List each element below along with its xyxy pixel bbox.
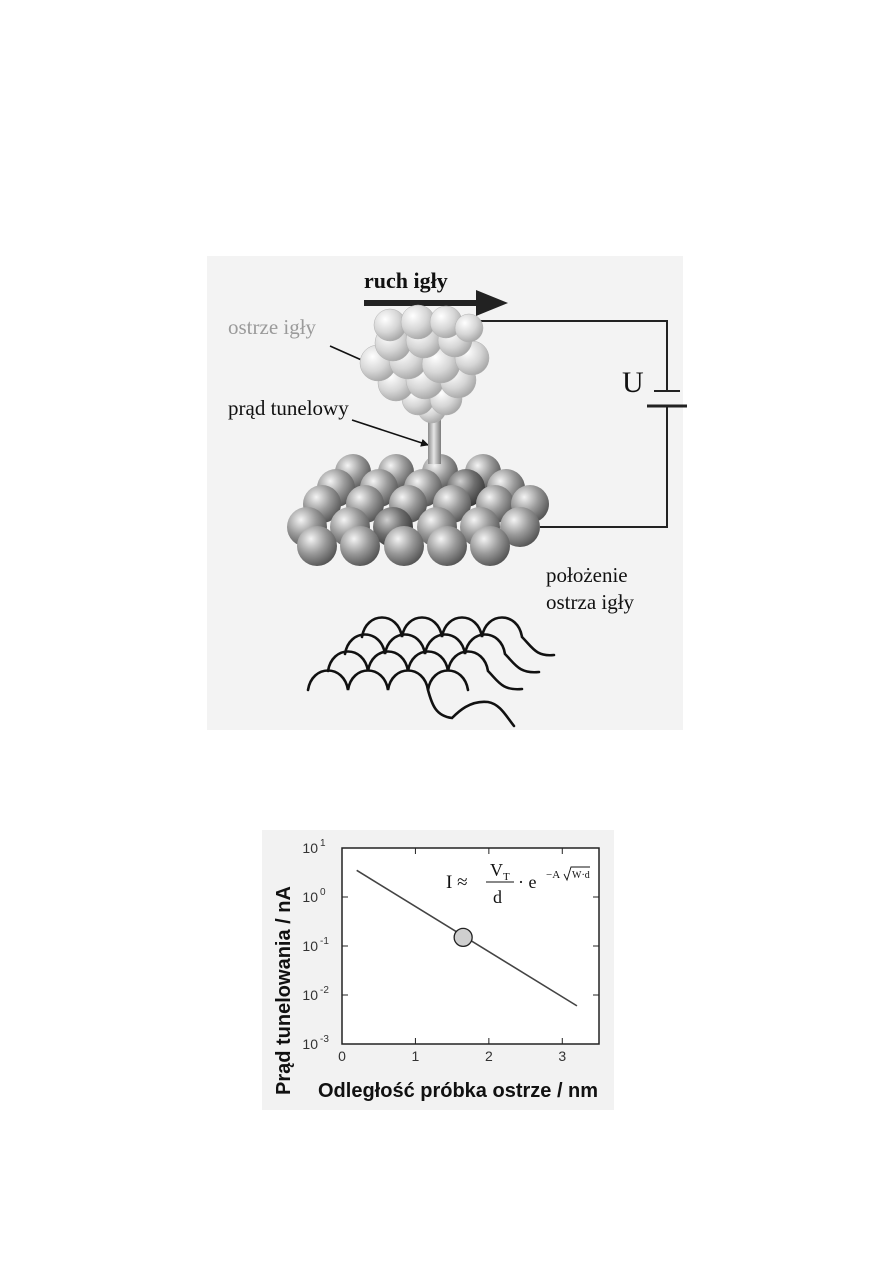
y-tick-label: 10: [302, 987, 318, 1003]
tunnel-current-label: prąd tunelowy: [228, 396, 349, 420]
x-tick-label: 0: [338, 1048, 346, 1064]
x-tick-label: 3: [558, 1048, 566, 1064]
plot-frame: [341, 847, 600, 1045]
trace-row: [343, 633, 541, 674]
y-tick-exponent: -2: [320, 985, 329, 996]
x-tick-label: 1: [412, 1048, 420, 1064]
y-tick-exponent: 1: [320, 838, 326, 849]
surface-atom: [297, 526, 337, 566]
formula: I ≈ VT d · e −A W·d: [446, 860, 590, 907]
needle-motion-arrow: [364, 290, 508, 316]
x-axis-label: Odległość próbka ostrze / nm: [318, 1080, 598, 1102]
tip-atoms: [359, 304, 490, 424]
highlight-point: [453, 927, 473, 948]
y-tick-label: 10: [302, 889, 318, 905]
tip-position-label-line2: ostrza igły: [546, 590, 635, 614]
needle-motion-label: ruch igły: [364, 268, 448, 293]
y-tick-label: 10: [302, 938, 318, 954]
y-tick-exponent: -3: [320, 1034, 329, 1045]
surface-atoms: [287, 454, 549, 566]
tip-position-trace: [306, 616, 556, 728]
surface-atom: [384, 526, 424, 566]
needle-tip-label: ostrze igły: [228, 315, 317, 339]
tunnel-neck: [428, 412, 441, 464]
formula-middle: · e: [518, 872, 536, 892]
trace-row: [326, 650, 524, 691]
x-ticks: 0 1 2 3: [338, 848, 566, 1064]
voltage-label: U: [622, 366, 644, 399]
formula-exp-prefix: −A: [546, 869, 560, 881]
surface-atom: [470, 526, 510, 566]
y-tick-label: 10: [302, 1036, 318, 1052]
y-tick-label: 10: [302, 840, 318, 856]
y-tick-exponent: 0: [320, 887, 326, 898]
trace-row: [360, 616, 556, 657]
surface-atom: [500, 507, 540, 547]
tip-position-label-line1: położenie: [546, 563, 628, 587]
y-tick-exponent: -1: [320, 936, 329, 947]
voltage-circuit: [452, 320, 687, 528]
formula-denominator: d: [493, 887, 502, 907]
trace-row: [306, 669, 470, 692]
formula-numerator: VT: [490, 860, 510, 883]
stm-diagram: ruch igły U ostrze igły prąd tunelowy po…: [207, 256, 687, 730]
formula-exp-radicand: W·d: [572, 870, 590, 881]
x-tick-label: 2: [485, 1048, 493, 1064]
tunnel-current-pointer: [351, 419, 429, 447]
formula-radical-sign: [563, 866, 590, 882]
formula-lhs: I ≈: [446, 872, 468, 893]
surface-atom: [427, 526, 467, 566]
tip-atom: [454, 313, 484, 343]
y-axis-label: Prąd tunelowania / nA: [273, 886, 295, 1095]
surface-atom: [340, 526, 380, 566]
trace-row: [426, 688, 516, 728]
